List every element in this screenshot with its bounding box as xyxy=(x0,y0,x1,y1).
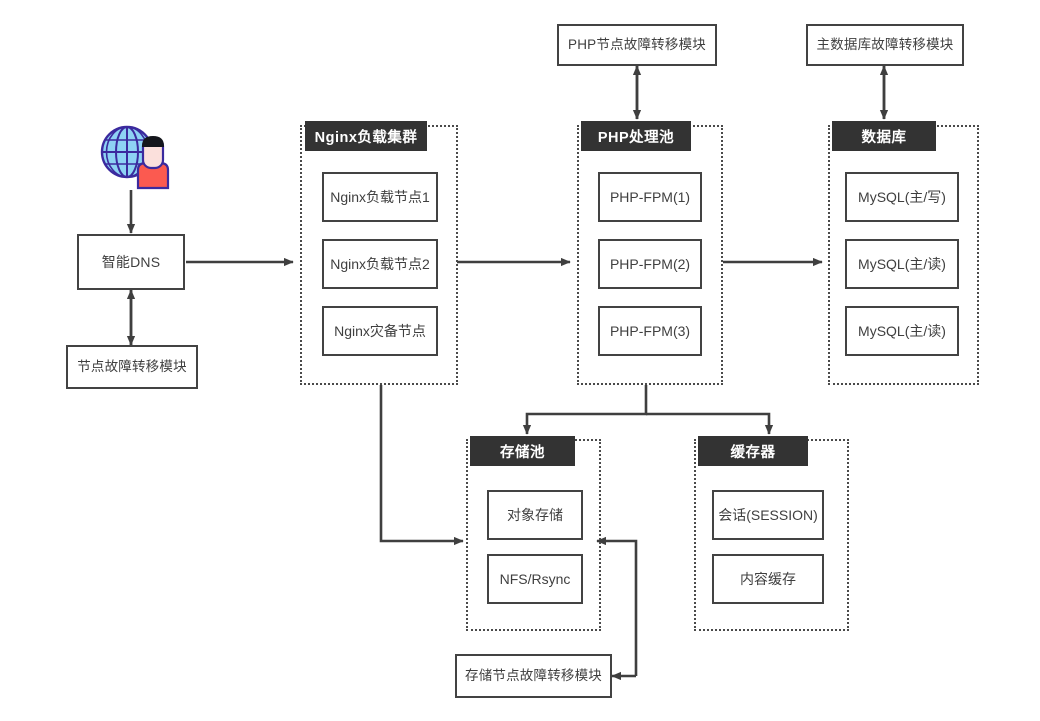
cluster-storage-title: 存储池 xyxy=(470,436,575,466)
mysql-master-write-label: MySQL(主/写) xyxy=(858,189,946,205)
nginx-node-2-label: Nginx负载节点2 xyxy=(330,256,430,272)
content-cache-label: 内容缓存 xyxy=(740,571,796,587)
cluster-database-title-label: 数据库 xyxy=(861,129,907,146)
mysql-master-read-1[interactable]: MySQL(主/读) xyxy=(845,239,959,289)
cluster-nginx-title-label: Nginx负载集群 xyxy=(314,129,418,146)
php-fpm-2[interactable]: PHP-FPM(2) xyxy=(598,239,702,289)
nginx-node-2[interactable]: Nginx负载节点2 xyxy=(322,239,438,289)
node-php-failover-label: PHP节点故障转移模块 xyxy=(568,36,706,52)
nfs-rsync-label: NFS/Rsync xyxy=(499,571,571,587)
mysql-master-read-2-label: MySQL(主/读) xyxy=(858,323,946,339)
php-fpm-2-label: PHP-FPM(2) xyxy=(609,256,691,272)
mysql-master-read-2[interactable]: MySQL(主/读) xyxy=(845,306,959,356)
node-php-failover-module[interactable]: PHP节点故障转移模块 xyxy=(557,24,717,66)
nginx-node-1[interactable]: Nginx负载节点1 xyxy=(322,172,438,222)
cluster-cache-title-label: 缓存器 xyxy=(730,444,776,461)
node-storage-failover-module[interactable]: 存储节点故障转移模块 xyxy=(455,654,612,698)
nginx-node-1-label: Nginx负载节点1 xyxy=(330,189,430,205)
session-cache[interactable]: 会话(SESSION) xyxy=(712,490,824,540)
session-cache-label: 会话(SESSION) xyxy=(718,507,818,523)
node-db-failover-module[interactable]: 主数据库故障转移模块 xyxy=(806,24,964,66)
wire-php-to-storage xyxy=(522,385,648,435)
wire-nginx-to-storage xyxy=(379,385,464,546)
cluster-php-title: PHP处理池 xyxy=(581,121,691,151)
node-db-failover-label: 主数据库故障转移模块 xyxy=(816,36,954,52)
wire-php-to-cache xyxy=(646,412,774,435)
content-cache[interactable]: 内容缓存 xyxy=(712,554,824,604)
cluster-database-title: 数据库 xyxy=(832,121,936,151)
cluster-cache-title: 缓存器 xyxy=(698,436,808,466)
cluster-nginx-title: Nginx负载集群 xyxy=(305,121,427,151)
cluster-storage-title-label: 存储池 xyxy=(500,444,545,461)
nfs-rsync[interactable]: NFS/Rsync xyxy=(487,554,583,604)
node-failover-module[interactable]: 节点故障转移模块 xyxy=(66,345,198,389)
nginx-standby-node-label: Nginx灾备节点 xyxy=(334,323,426,339)
php-fpm-1-label: PHP-FPM(1) xyxy=(609,189,691,205)
node-dns[interactable]: 智能DNS xyxy=(77,234,185,290)
php-fpm-3[interactable]: PHP-FPM(3) xyxy=(598,306,702,356)
cluster-php-title-label: PHP处理池 xyxy=(597,129,675,146)
nginx-standby-node[interactable]: Nginx灾备节点 xyxy=(322,306,438,356)
mysql-master-read-1-label: MySQL(主/读) xyxy=(858,256,946,272)
mysql-master-write[interactable]: MySQL(主/写) xyxy=(845,172,959,222)
node-failover-label: 节点故障转移模块 xyxy=(77,358,187,374)
globe-user-icon xyxy=(96,122,174,192)
node-dns-label: 智能DNS xyxy=(101,253,161,270)
php-fpm-1[interactable]: PHP-FPM(1) xyxy=(598,172,702,222)
object-storage[interactable]: 对象存储 xyxy=(487,490,583,540)
php-fpm-3-label: PHP-FPM(3) xyxy=(609,323,691,339)
node-storage-failover-label: 存储节点故障转移模块 xyxy=(465,667,602,683)
object-storage-label: 对象存储 xyxy=(507,507,563,523)
